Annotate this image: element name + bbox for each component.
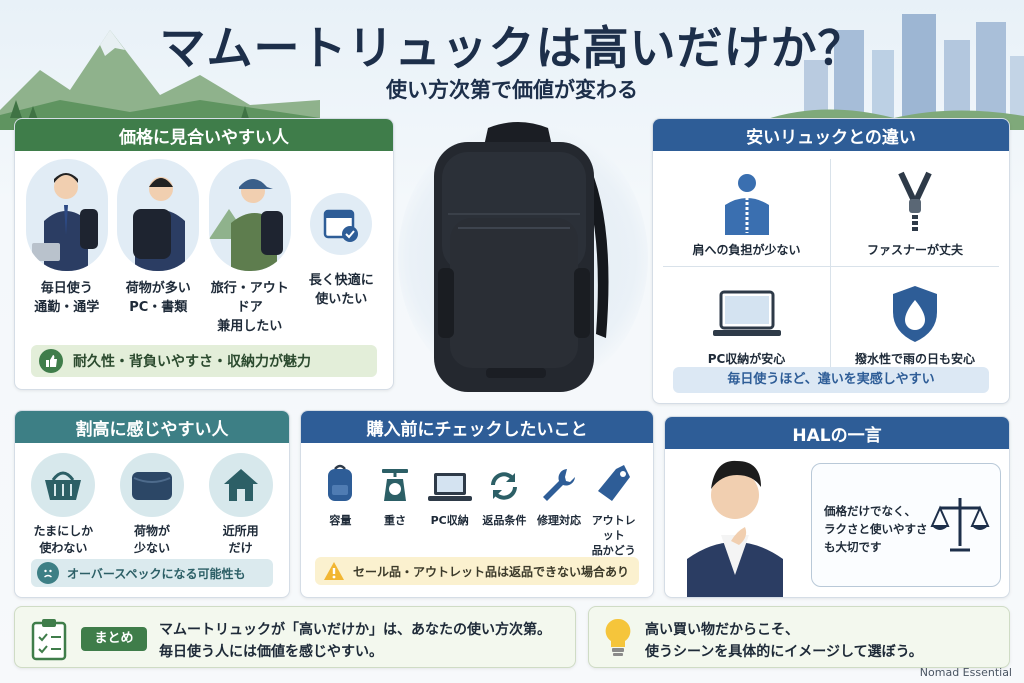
hal-speech-bubble: 価格だけでなく、 ラクさと使いやすさ も大切です [811,463,1001,587]
clipboard-check-icon [31,619,67,661]
hal-line-2: ラクさと使いやすさ [824,522,928,536]
hal-line-1: 価格だけでなく、 [824,504,916,518]
hal-avatar [687,460,783,597]
house-icon [223,469,258,501]
difference-panel: 安いリュックとの違い 肩への負担が少ない ファスナーが丈夫 P [652,118,1010,404]
lightbulb-icon [605,618,631,656]
hal-panel: HALの一言 価格だけでなく、 ラクさと使いやすさ も大切です [664,416,1010,598]
persona-commuter: 毎日使う通勤・通学 [23,159,111,336]
difference-zipper: ファスナーが丈夫 [831,159,999,267]
summary-line-1: マムートリュックが「高いだけか」は、あなたの使い方次第。 [159,622,551,638]
summary-box: まとめ マムートリュックが「高いだけか」は、あなたの使い方次第。 毎日使う人には… [14,606,576,668]
difference-laptop: PC収納が安心 [663,267,831,375]
check-return-policy: 返品条件 [477,459,532,573]
suitable-note: 耐久性・背負いやすさ・収納力が魅力 [31,345,377,377]
sad-face-icon [37,562,59,584]
zipper-icon [898,171,932,233]
summary-tag: まとめ [81,627,147,651]
thumbs-up-icon [39,349,63,373]
check-repair: 修理対応 [532,459,587,573]
water-shield-icon [893,286,937,342]
backpacker-back-illustration [117,159,200,271]
checklist-panel: 購入前にチェックしたいこと 容量 重さ PC収納 返品条件 修理対応 アウトレッ… [300,410,654,598]
expensive-light-load: 荷物が少ない [112,453,192,557]
summary-line-2: 毎日使う人には価値を感じやすい。 [159,644,383,660]
back-spine-icon [724,174,769,235]
hiker-illustration [208,159,291,271]
calendar-check-icon [310,193,373,255]
check-capacity: 容量 [313,459,368,573]
tip-box: 高い買い物だからこそ、 使うシーンを具体的にイメージして選ぼう。 [588,606,1010,668]
backpack-illustration [434,122,609,392]
hal-header: HALの一言 [665,417,1009,449]
check-weight: 重さ [368,459,423,573]
checklist-header: 購入前にチェックしたいこと [301,411,653,443]
laptop-icon [427,473,472,501]
tip-line-1: 高い買い物だからこそ、 [645,622,799,638]
persona-long-term: 長く快適に使いたい [297,159,385,336]
commuter-illustration [25,159,108,271]
expensive-header: 割高に感じやすい人 [15,411,289,443]
expensive-panel: 割高に感じやすい人 たまにしか使わない 荷物が少ない 近所用だけ [14,410,290,598]
balance-scale-icon [930,498,990,552]
suitable-header: 価格に見合いやすい人 [15,119,393,151]
tag-icon [597,465,630,501]
hal-line-3: も大切です [824,540,882,554]
brand-credit: Nomad Essential [919,666,1012,679]
expensive-nearby: 近所用だけ [201,453,281,557]
laptop-icon [712,290,781,336]
difference-note: 毎日使うほど、違いを実感しやすい [673,367,989,393]
check-outlet: アウトレット品かどうか [586,459,641,573]
wrench-icon [543,469,576,501]
warning-icon [324,562,344,580]
check-pc-storage: PC収納 [422,459,477,573]
difference-waterproof: 撥水性で雨の日も安心 [831,267,999,375]
pouch-icon [131,472,172,500]
page-title: マムートリュックは高いだけか？ [159,21,865,75]
page-subtitle: 使い方次第で価値が変わる [386,78,638,102]
difference-header: 安いリュックとの違い [653,119,1009,151]
expensive-note: オーバースペックになる可能性も [31,559,273,587]
expensive-rarely: たまにしか使わない [23,453,103,557]
refresh-icon [491,472,518,500]
difference-shoulder: 肩への負担が少ない [663,159,831,267]
backpack-icon [328,464,353,501]
basket-icon [45,471,82,500]
scale-weight-icon [382,469,408,501]
checklist-warning: セール品・アウトレット品は返品できない場合あり [315,557,639,585]
tip-line-2: 使うシーンを具体的にイメージして選ぼう。 [645,644,923,660]
persona-outdoor: 旅行・アウトドア兼用したい [206,159,294,336]
